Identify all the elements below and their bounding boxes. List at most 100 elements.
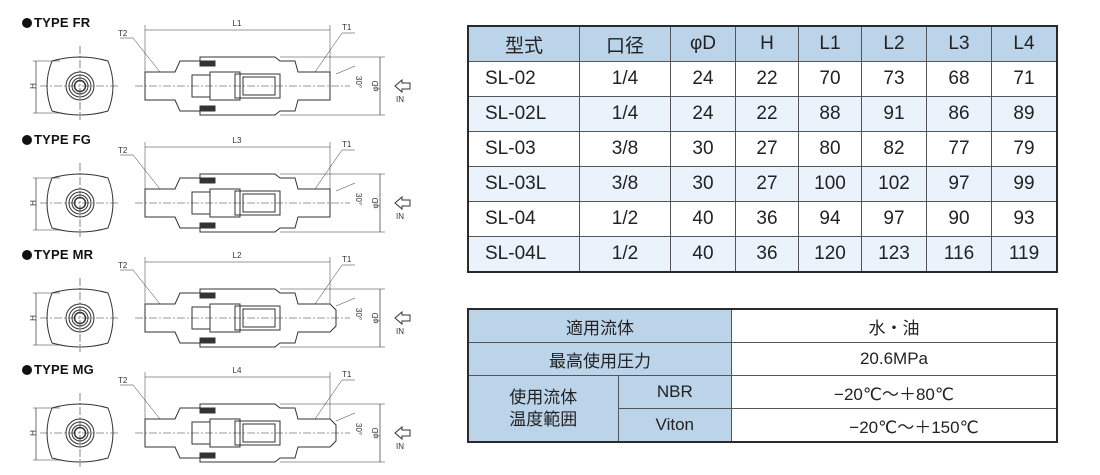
t1-label: T1 xyxy=(342,255,352,264)
bullet-icon xyxy=(22,365,32,375)
t2-label: T2 xyxy=(118,261,128,270)
bullet-icon xyxy=(22,135,32,145)
cell-l2: 91 xyxy=(861,96,927,132)
cell-l2: 73 xyxy=(861,61,927,97)
t1-label: T1 xyxy=(342,370,352,379)
end-view xyxy=(33,163,120,237)
in-label: IN xyxy=(396,442,404,451)
h-label: H xyxy=(29,315,38,321)
end-view xyxy=(33,278,120,352)
cell-diameter: 30 xyxy=(670,131,736,167)
drawing-mg: TYPE MG xyxy=(0,352,440,467)
length-label: L2 xyxy=(233,251,242,260)
header-model: 型式 xyxy=(467,25,580,62)
in-label: IN xyxy=(396,327,404,336)
fluid-table: 適用流体 水・油 最高使用圧力 20.6MPa 使用流体 温度範囲 NBR −2… xyxy=(467,308,1058,443)
cell-bore: 3/8 xyxy=(579,166,671,202)
cell-diameter: 30 xyxy=(670,166,736,202)
header-diameter: φD xyxy=(670,25,736,62)
cell-diameter: 24 xyxy=(670,61,736,97)
inlet-arrow-icon xyxy=(394,78,411,94)
cell-l4: 99 xyxy=(991,166,1058,202)
in-label: IN xyxy=(396,95,404,104)
schematic-drawing: H L4 T2 T1 30° φD IN xyxy=(29,366,411,467)
type-title: TYPE FR xyxy=(22,15,90,30)
side-view xyxy=(120,25,411,116)
type-title: TYPE MR xyxy=(22,247,93,262)
inlet-arrow-icon xyxy=(394,310,411,326)
cell-diameter: 24 xyxy=(670,96,736,132)
h-label: H xyxy=(29,430,38,436)
header-l3: L3 xyxy=(926,25,992,62)
cell-l3: 116 xyxy=(926,236,992,273)
cell-l1: 120 xyxy=(798,236,862,273)
cell-l1: 100 xyxy=(798,166,862,202)
diameter-label: φD xyxy=(371,80,380,91)
angle-label: 30° xyxy=(354,308,363,320)
temp-range-viton: −20℃〜＋150℃ xyxy=(731,408,1058,443)
bullet-icon xyxy=(22,18,32,28)
diameter-label: φD xyxy=(371,427,380,438)
schematic-drawing: H L1 T2 T1 30° φD IN xyxy=(29,19,411,120)
header-l1: L1 xyxy=(798,25,862,62)
schematic-drawing: H L3 T2 T1 30° φD IN xyxy=(29,136,411,237)
side-view xyxy=(120,372,411,463)
cell-bore: 3/8 xyxy=(579,131,671,167)
cell-model: SL-02L xyxy=(467,96,580,132)
cell-l4: 93 xyxy=(991,201,1058,237)
pressure-row: 最高使用圧力 20.6MPa xyxy=(467,342,1058,376)
in-label: IN xyxy=(396,212,404,221)
fluid-label: 適用流体 xyxy=(467,308,732,343)
cell-model: SL-03L xyxy=(467,166,580,202)
header-h: H xyxy=(735,25,799,62)
side-view xyxy=(120,257,411,348)
angle-label: 30° xyxy=(354,423,363,435)
cell-l3: 77 xyxy=(926,131,992,167)
cell-l4: 79 xyxy=(991,131,1058,167)
cell-l2: 102 xyxy=(861,166,927,202)
cell-bore: 1/2 xyxy=(579,201,671,237)
temp-row-nbr: 使用流体 温度範囲 NBR −20℃〜＋80℃ xyxy=(467,375,1058,443)
material-viton: Viton xyxy=(617,408,733,443)
end-view xyxy=(33,46,120,120)
cell-h: 22 xyxy=(735,96,799,132)
h-label: H xyxy=(29,200,38,206)
cell-l4: 89 xyxy=(991,96,1058,132)
cell-h: 27 xyxy=(735,166,799,202)
h-label: H xyxy=(29,83,38,89)
cell-bore: 1/4 xyxy=(579,96,671,132)
cell-l4: 71 xyxy=(991,61,1058,97)
type-title-text: TYPE MG xyxy=(34,362,94,377)
angle-label: 30° xyxy=(354,193,363,205)
side-view xyxy=(120,142,411,233)
temp-range-label: 使用流体 温度範囲 xyxy=(467,375,619,443)
end-view xyxy=(33,393,120,467)
fluid-value: 水・油 xyxy=(731,308,1058,343)
cell-h: 36 xyxy=(735,236,799,273)
t1-label: T1 xyxy=(342,23,352,32)
cell-bore: 1/4 xyxy=(579,61,671,97)
type-title-text: TYPE FR xyxy=(34,15,91,30)
schematic-drawing: H L2 T2 T1 30° φD IN xyxy=(29,251,411,352)
bullet-icon xyxy=(22,250,32,260)
cell-l1: 94 xyxy=(798,201,862,237)
pressure-label: 最高使用圧力 xyxy=(467,342,732,376)
inlet-arrow-icon xyxy=(394,195,411,211)
cell-l2: 123 xyxy=(861,236,927,273)
cell-h: 36 xyxy=(735,201,799,237)
cell-diameter: 40 xyxy=(670,236,736,273)
inlet-arrow-icon xyxy=(394,425,411,441)
length-label: L3 xyxy=(233,136,242,145)
cell-l1: 88 xyxy=(798,96,862,132)
type-title-text: TYPE FG xyxy=(34,132,92,147)
diameter-label: φD xyxy=(371,197,380,208)
fluid-row: 適用流体 水・油 xyxy=(467,308,1058,343)
length-label: L1 xyxy=(233,19,242,28)
type-title-text: TYPE MR xyxy=(34,247,94,262)
t2-label: T2 xyxy=(118,146,128,155)
cell-h: 27 xyxy=(735,131,799,167)
